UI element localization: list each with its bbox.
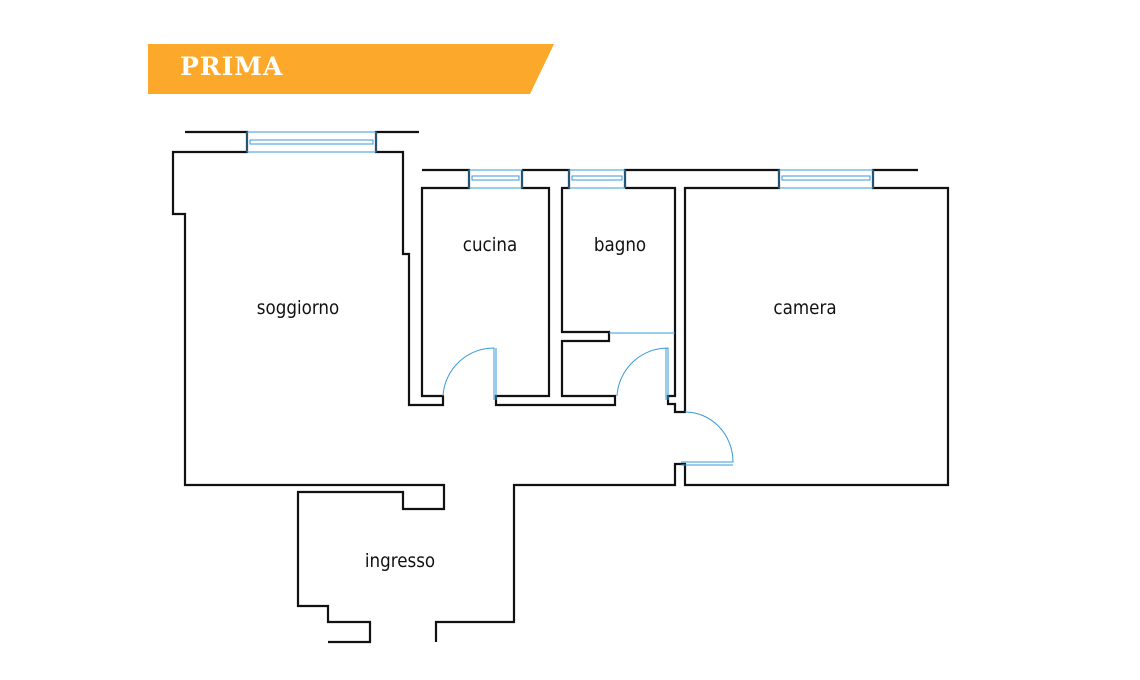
- room-label-bagno: bagno: [593, 234, 647, 256]
- title-banner: [148, 44, 554, 94]
- windows-and-doors: [246, 131, 874, 466]
- window: [246, 131, 377, 153]
- wall: [374, 130, 471, 407]
- window: [778, 169, 874, 189]
- window: [568, 169, 626, 189]
- wall: [494, 168, 617, 407]
- room-label-camera: camera: [773, 297, 837, 319]
- door-camera: [681, 411, 734, 466]
- door-bathroom: [616, 347, 669, 400]
- room-label-cucina: cucina: [462, 234, 518, 256]
- door-kitchen: [442, 347, 497, 400]
- wall: [623, 168, 781, 414]
- window: [471, 175, 520, 181]
- window: [781, 175, 871, 181]
- room-label-ingresso: ingresso: [364, 550, 436, 572]
- window: [249, 139, 374, 145]
- window: [571, 175, 623, 181]
- banner-title: PRIMA: [180, 52, 284, 81]
- wall: [171, 130, 446, 644]
- room-label-soggiorno: soggiorno: [256, 297, 340, 319]
- walls: [171, 130, 950, 644]
- window: [468, 169, 523, 189]
